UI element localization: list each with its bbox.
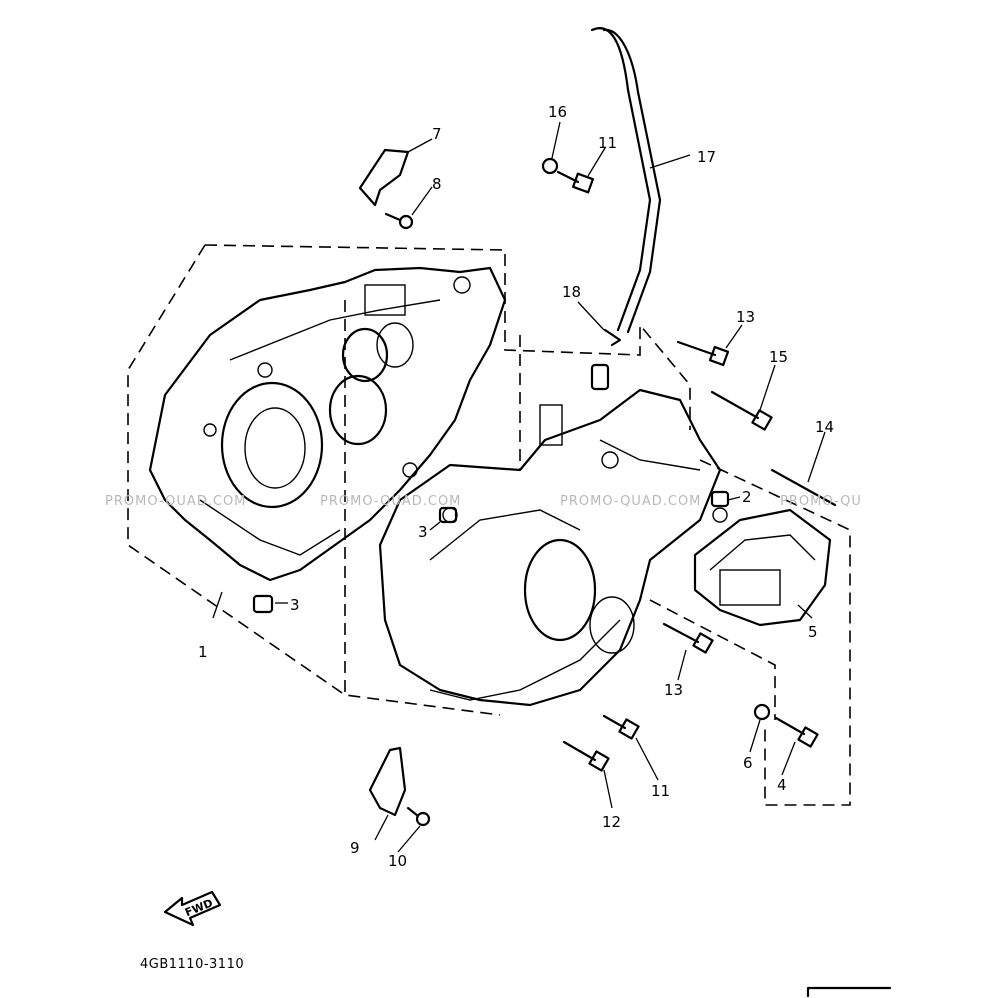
watermark: PROMO-QUAD.COM PROMO-QUAD.COM PROMO-QUAD…	[105, 494, 862, 509]
bolt-13-lower	[662, 622, 714, 654]
fwd-label: FWD	[183, 896, 215, 919]
callout-13: 13	[664, 681, 683, 699]
callout-6: 6	[743, 754, 753, 772]
bolt-11-lower	[602, 714, 640, 740]
stud-14	[770, 468, 837, 507]
washer-16	[541, 157, 559, 175]
diagram-code: 4GB1110-3110	[140, 957, 244, 972]
callout-1: 1	[198, 643, 208, 661]
dowel-pin-3-right	[438, 506, 458, 524]
screw-8	[384, 212, 414, 230]
forward-arrow-icon: FWD	[163, 890, 222, 927]
callout-2: 2	[742, 488, 752, 506]
callout-13: 13	[736, 308, 755, 326]
bolt-12	[562, 740, 610, 772]
callout-16: 16	[548, 103, 567, 121]
callout-11: 11	[651, 782, 670, 800]
dowel-pin-2	[710, 490, 730, 508]
bolt-11-upper	[556, 170, 595, 194]
callout-10: 10	[388, 852, 407, 870]
callout-4: 4	[777, 776, 787, 794]
callout-12: 12	[602, 813, 621, 831]
bearing-plate-lower	[368, 746, 407, 817]
callout-11: 11	[598, 134, 617, 152]
bolt-15	[710, 390, 773, 431]
bolt-4	[774, 716, 819, 748]
crankcase-left-half	[148, 266, 507, 582]
watermark-text: PROMO-QUAD.COM	[320, 494, 461, 509]
bearing-plate-upper	[358, 148, 410, 207]
callout-8: 8	[432, 175, 442, 193]
hose-clip	[590, 328, 622, 391]
callout-3: 3	[290, 596, 300, 614]
watermark-text: PROMO-QU	[780, 494, 862, 509]
leader-lines	[212, 121, 826, 853]
breather-hose	[590, 27, 662, 334]
callout-18: 18	[562, 283, 581, 301]
watermark-text: PROMO-QUAD.COM	[560, 494, 701, 509]
callout-3: 3	[418, 523, 428, 541]
watermark-text: PROMO-QUAD.COM	[105, 494, 246, 509]
callout-15: 15	[769, 348, 788, 366]
crankcase-right-half	[378, 388, 728, 707]
callout-5: 5	[808, 623, 818, 641]
callout-17: 17	[697, 148, 716, 166]
washer-6	[753, 703, 771, 721]
callout-7: 7	[432, 125, 442, 143]
callout-14: 14	[815, 418, 834, 436]
screw-10	[406, 806, 431, 827]
crankcase-cover	[693, 508, 832, 627]
dowel-pin-3-left	[252, 594, 274, 614]
assembly-outline-right	[649, 459, 851, 806]
callout-9: 9	[350, 839, 360, 857]
bolt-13-upper	[676, 340, 730, 367]
corner-mark	[806, 986, 892, 998]
